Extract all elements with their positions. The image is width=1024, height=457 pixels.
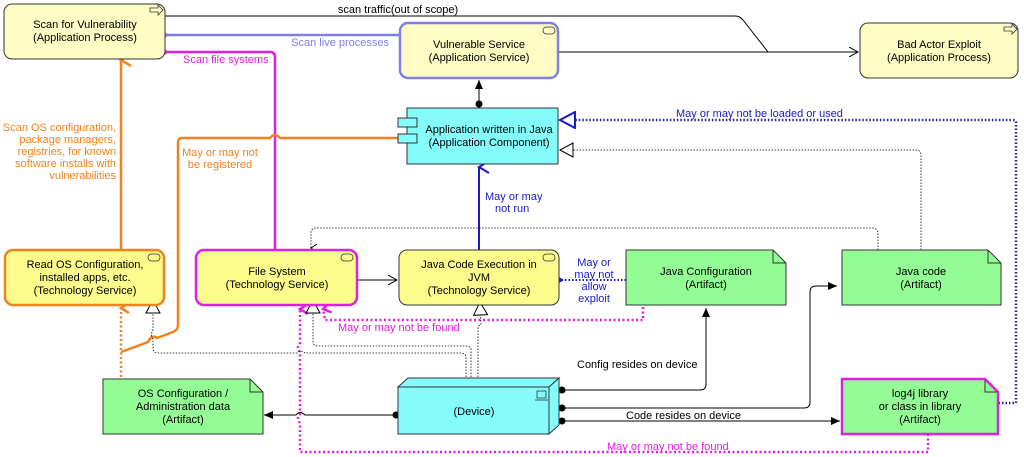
svg-text:Read OS Configuration,: Read OS Configuration, xyxy=(27,259,144,271)
svg-text:Java Configuration: Java Configuration xyxy=(660,266,752,278)
svg-text:May or: May or xyxy=(577,257,611,269)
scan-live-processes-label: Scan live processes xyxy=(291,37,389,49)
svg-text:vulnerabilities: vulnerabilities xyxy=(49,170,116,182)
fold-corner-icon xyxy=(772,250,786,264)
svg-text:(Application Service): (Application Service) xyxy=(429,52,530,64)
svg-text:May or may: May or may xyxy=(485,191,543,203)
svg-text:(Artifact): (Artifact) xyxy=(162,414,204,426)
process-arrow-icon xyxy=(149,4,164,16)
svg-text:allow: allow xyxy=(581,281,606,293)
java-code-to-file-system-connection[interactable] xyxy=(310,227,879,253)
svg-text:May or may not: May or may not xyxy=(182,147,258,159)
svg-text:exploit: exploit xyxy=(578,293,610,305)
fold-corner-icon xyxy=(984,380,997,393)
device-to-read-os-connection[interactable] xyxy=(145,298,467,377)
config-resides-label: Config resides on device xyxy=(577,359,697,371)
svg-text:or class in library: or class in library xyxy=(879,401,962,413)
svg-text:(Application Component): (Application Component) xyxy=(428,137,549,149)
device-to-os-config-connection[interactable] xyxy=(264,411,400,419)
node-read-os-configuration[interactable]: Read OS Configuration, installed apps, e… xyxy=(3,248,166,307)
svg-text:(Artifact): (Artifact) xyxy=(900,279,942,291)
node-java-code-execution-jvm[interactable]: Java Code Execution in JVM (Technology S… xyxy=(398,249,560,306)
service-pill-icon xyxy=(147,253,161,262)
node-scan-for-vulnerability[interactable]: Scan for Vulnerability (Application Proc… xyxy=(3,3,166,60)
may-run-label: May or may not run xyxy=(485,191,543,215)
svg-text:software installs with: software installs with xyxy=(15,158,116,170)
node-file-system[interactable]: File System (Technology Service) xyxy=(194,248,359,307)
node-application-written-in-java[interactable]: Application written in Java (Application… xyxy=(397,107,559,165)
node-java-code[interactable]: Java code (Artifact) xyxy=(841,249,1002,306)
device-to-jvm-connection[interactable] xyxy=(472,300,489,377)
svg-text:Scan OS configuration,: Scan OS configuration, xyxy=(3,122,116,134)
scan-traffic-connection[interactable] xyxy=(165,15,769,53)
svg-text:(Artifact): (Artifact) xyxy=(899,414,941,426)
svg-text:Scan for Vulnerability: Scan for Vulnerability xyxy=(33,19,137,31)
device-to-java-code-connection[interactable] xyxy=(558,282,837,412)
may-be-registered-label: May or may not be registered xyxy=(182,147,258,171)
svg-text:Application written in Java: Application written in Java xyxy=(425,124,553,136)
node-vulnerable-service[interactable]: Vulnerable Service (Application Service) xyxy=(398,21,560,80)
java-config-may-be-found-connection[interactable] xyxy=(323,307,645,322)
fold-corner-icon xyxy=(987,250,1001,264)
node-os-configuration-data[interactable]: OS Configuration / Administration data (… xyxy=(102,378,264,435)
may-be-loaded-label: May or may not be loaded or used xyxy=(676,108,843,120)
svg-text:(Application Process): (Application Process) xyxy=(33,32,137,44)
device-to-file-system-connection[interactable] xyxy=(305,298,472,377)
node-bad-actor-exploit[interactable]: Bad Actor Exploit (Application Process) xyxy=(859,22,1019,79)
scan-os-config-label: Scan OS configuration, package managers,… xyxy=(3,122,117,182)
svg-text:Vulnerable Service: Vulnerable Service xyxy=(433,39,525,51)
scan-file-systems-label: Scan file systems xyxy=(183,54,269,66)
svg-text:(Technology Service): (Technology Service) xyxy=(226,279,329,291)
code-resides-label: Code resides on device xyxy=(626,410,741,422)
may-be-registered-connection[interactable] xyxy=(120,133,398,354)
svg-text:Administration data: Administration data xyxy=(136,401,231,413)
monitor-icon xyxy=(535,390,548,401)
svg-text:not run: not run xyxy=(495,203,529,215)
log4j-may-be-found-label: May or may not be found xyxy=(607,441,729,453)
svg-text:Bad Actor Exploit: Bad Actor Exploit xyxy=(897,39,981,51)
node-java-configuration[interactable]: Java Configuration (Artifact) xyxy=(625,249,787,306)
service-pill-icon xyxy=(542,26,556,35)
fold-corner-icon xyxy=(249,379,263,393)
svg-text:Java Code Execution in: Java Code Execution in xyxy=(421,259,537,271)
java-code-to-app-connection[interactable] xyxy=(558,142,922,250)
java-config-may-be-found-label: May or may not be found xyxy=(338,322,460,334)
service-pill-icon xyxy=(340,253,354,262)
component-icon xyxy=(397,117,418,144)
svg-text:(Device): (Device) xyxy=(454,406,495,418)
svg-text:JVM: JVM xyxy=(468,272,490,284)
node-device[interactable]: (Device) xyxy=(396,376,561,436)
svg-text:registries, for known: registries, for known xyxy=(18,146,116,158)
svg-text:(Artifact): (Artifact) xyxy=(685,279,727,291)
svg-text:be registered: be registered xyxy=(188,159,252,171)
service-pill-icon xyxy=(542,253,556,262)
scan-traffic-label: scan traffic(out of scope) xyxy=(338,4,458,16)
svg-text:(Technology Service): (Technology Service) xyxy=(34,285,137,297)
process-arrow-icon xyxy=(1003,23,1018,35)
svg-text:Java code: Java code xyxy=(896,266,946,278)
svg-text:package managers,: package managers, xyxy=(19,134,116,146)
svg-text:(Technology Service): (Technology Service) xyxy=(428,285,531,297)
svg-text:installed apps, etc.: installed apps, etc. xyxy=(39,272,130,284)
svg-text:File System: File System xyxy=(248,266,305,278)
svg-text:OS Configuration /: OS Configuration / xyxy=(138,388,229,400)
svg-text:log4j library: log4j library xyxy=(892,388,949,400)
node-log4j-library[interactable]: log4j library or class in library (Artif… xyxy=(840,377,1000,436)
svg-text:may not: may not xyxy=(574,269,613,281)
svg-text:(Application Process): (Application Process) xyxy=(887,52,991,64)
may-be-loaded-connection[interactable] xyxy=(560,120,1018,405)
scan-file-systems-connection[interactable] xyxy=(167,52,277,250)
